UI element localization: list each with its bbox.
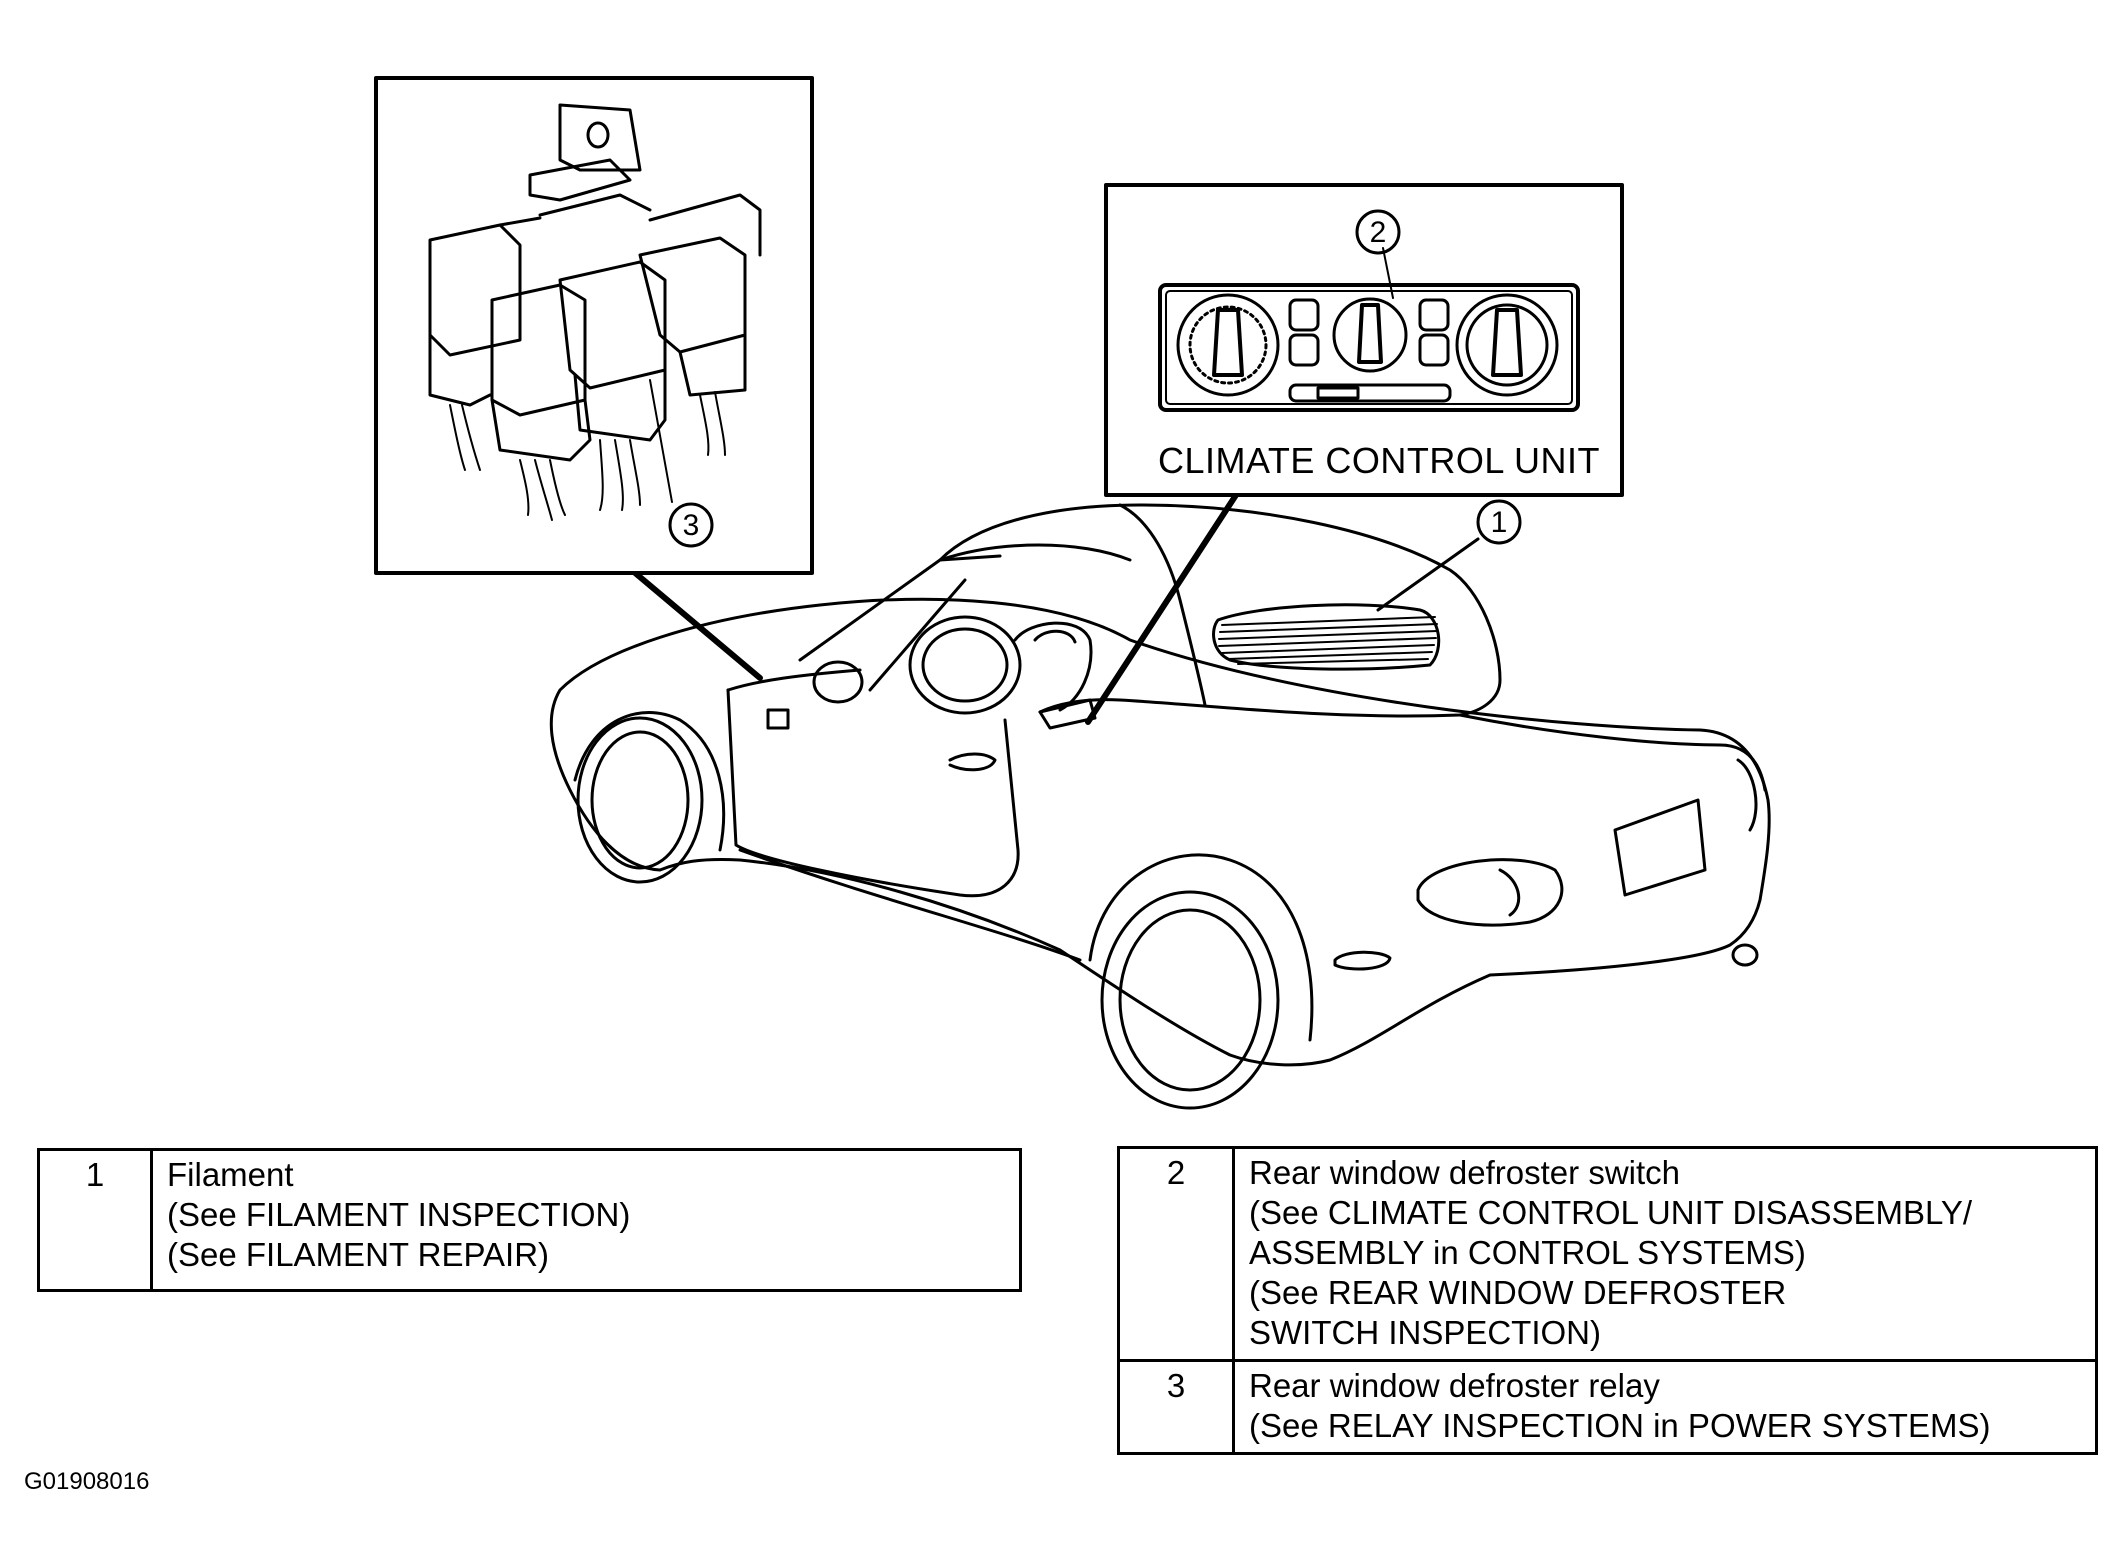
legend-row-ref: ASSEMBLY in CONTROL SYSTEMS) bbox=[1249, 1233, 2095, 1273]
callout-2-label: 2 bbox=[1370, 216, 1387, 249]
legend-row-ref: (See FILAMENT INSPECTION) bbox=[167, 1196, 631, 1233]
climate-panel-illustration bbox=[1158, 283, 1580, 412]
figure-id: G01908016 bbox=[24, 1468, 150, 1495]
legend-row: 2 Rear window defroster switch (See CLIM… bbox=[1117, 1146, 2098, 1362]
legend-ref-rest: in POWER SYSTEMS) bbox=[1643, 1407, 1991, 1444]
callout-1-circle bbox=[1476, 499, 1522, 545]
legend-table-left: 1 Filament (See FILAMENT INSPECTION) (Se… bbox=[37, 1148, 1022, 1292]
callout-2-circle bbox=[1355, 209, 1401, 255]
legend-ref-bold: RELAY INSPECTION bbox=[1327, 1407, 1644, 1444]
legend-row-ref: (See FILAMENT REPAIR) bbox=[167, 1236, 550, 1273]
legend-row-title: Filament bbox=[167, 1156, 294, 1193]
legend-row-number: 1 bbox=[85, 1156, 105, 1193]
inset-relay-frame bbox=[374, 76, 814, 575]
legend-row-title: Rear window defroster switch bbox=[1249, 1154, 1680, 1191]
callout-3-circle bbox=[668, 502, 714, 548]
legend-row-ref: (See REAR WINDOW DEFROSTER bbox=[1249, 1274, 1787, 1311]
callout-3-label: 3 bbox=[683, 509, 700, 542]
car-outline bbox=[549, 503, 1771, 1110]
leader-line-filament bbox=[1376, 537, 1480, 612]
relay-illustration bbox=[428, 103, 762, 521]
legend-table-right: 2 Rear window defroster switch (See CLIM… bbox=[1117, 1146, 2098, 1455]
legend-row-number: 2 bbox=[1166, 1154, 1186, 1191]
legend-ref-bold: ASSEMBLY bbox=[1249, 1234, 1424, 1271]
legend-row-ref: (See CLIMATE CONTROL UNIT DISASSEMBLY/ bbox=[1249, 1194, 1973, 1231]
legend-row-ref: SWITCH INSPECTION) bbox=[1249, 1314, 1601, 1351]
inset-climate-frame bbox=[1104, 183, 1624, 497]
legend-row: 3 Rear window defroster relay (See RELAY… bbox=[1117, 1359, 2098, 1455]
inset-caption: CLIMATE CONTROL UNIT bbox=[1158, 440, 1601, 481]
legend-row: 1 Filament (See FILAMENT INSPECTION) (Se… bbox=[37, 1148, 1022, 1292]
legend-row-title: Rear window defroster relay bbox=[1249, 1367, 1660, 1404]
legend-row-number: 3 bbox=[1166, 1367, 1186, 1404]
callout-1-label: 1 bbox=[1491, 506, 1508, 539]
legend-ref-pre: (See bbox=[1249, 1407, 1328, 1444]
legend-row-ref: (See RELAY INSPECTION in POWER SYSTEMS) bbox=[1249, 1406, 2095, 1446]
leader-line-relay bbox=[631, 569, 763, 681]
leader-line-climate bbox=[1085, 492, 1239, 725]
legend-ref-rest: in CONTROL SYSTEMS) bbox=[1423, 1234, 1806, 1271]
